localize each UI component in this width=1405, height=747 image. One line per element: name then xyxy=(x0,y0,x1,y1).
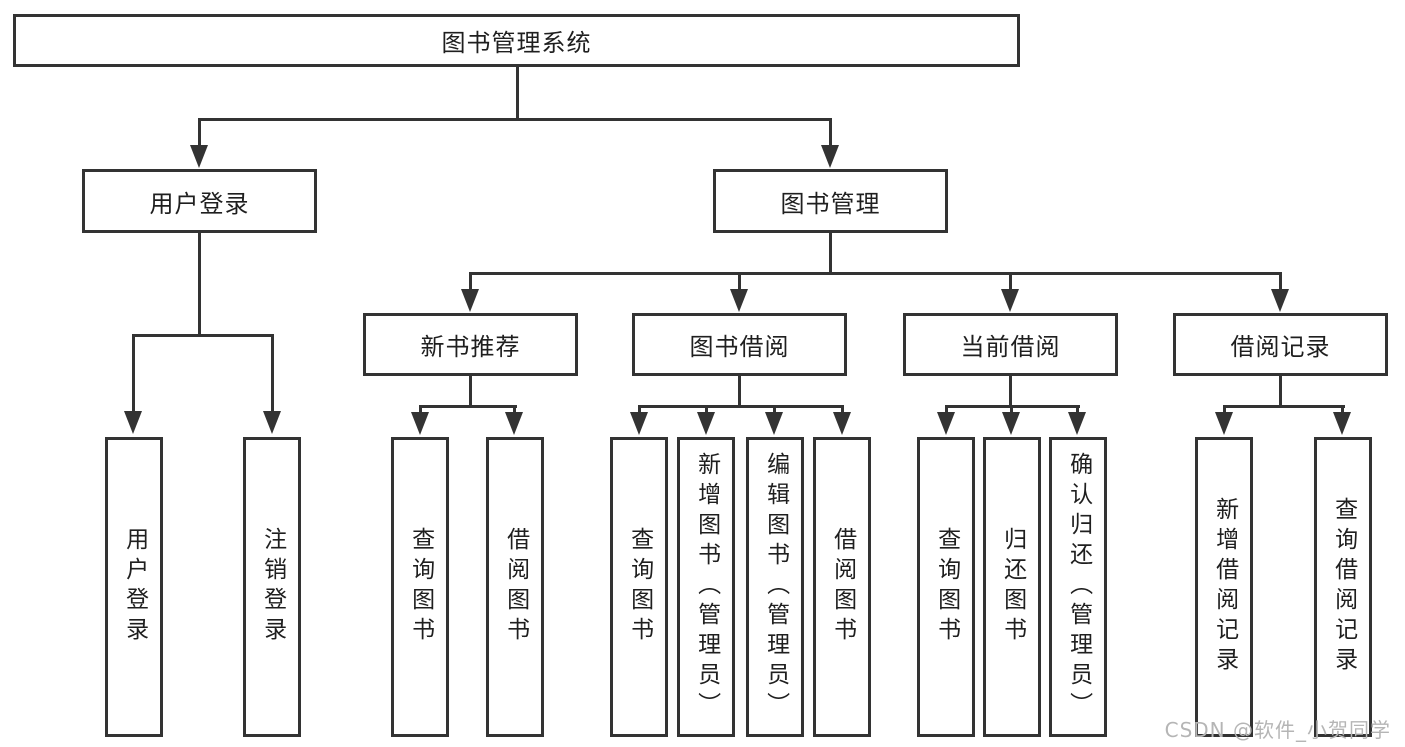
connector-vline xyxy=(469,272,472,290)
connector-hline xyxy=(638,405,844,408)
csdn-watermark: CSDN @软件_小贺同学 xyxy=(1164,718,1391,742)
node-label: 借阅记录 xyxy=(1230,333,1331,361)
arrowhead xyxy=(461,289,479,312)
arrowhead xyxy=(937,412,955,435)
leaf-label: 查询图书 xyxy=(407,527,434,647)
connector-vline xyxy=(469,376,472,407)
leaf-records-add-record: 新增借阅记录 xyxy=(1195,437,1253,737)
arrowhead xyxy=(821,145,839,168)
node-book-borrowing: 图书借阅 xyxy=(632,313,847,376)
connector-hline xyxy=(198,118,832,121)
connector-vline xyxy=(841,405,844,413)
connector-vline xyxy=(638,405,641,413)
leaf-borrow-add-books-admin: 新增图书（管理员） xyxy=(677,437,735,737)
connector-vline xyxy=(705,405,708,413)
arrowhead xyxy=(190,145,208,168)
connector-vline xyxy=(738,272,741,290)
leaf-recommend-borrow-books: 借阅图书 xyxy=(486,437,544,737)
connector-vline xyxy=(1279,376,1282,407)
leaf-records-query-record: 查询借阅记录 xyxy=(1314,437,1372,737)
leaf-label: 借阅图书 xyxy=(829,527,856,647)
arrowhead xyxy=(411,412,429,435)
node-current-borrowing: 当前借阅 xyxy=(903,313,1118,376)
connector-vline xyxy=(1341,405,1344,413)
connector-vline xyxy=(1076,405,1079,413)
node-user-login: 用户登录 xyxy=(82,169,317,233)
arrowhead xyxy=(1068,412,1086,435)
node-label: 当前借阅 xyxy=(960,333,1061,361)
arrowhead xyxy=(765,412,783,435)
connector-vline xyxy=(738,376,741,407)
leaf-label: 归还图书 xyxy=(999,527,1026,647)
connector-vline xyxy=(1009,376,1012,407)
leaf-label: 查询图书 xyxy=(626,527,653,647)
leaf-user-login: 用户登录 xyxy=(105,437,163,737)
leaf-label: 新增图书（管理员） xyxy=(693,452,720,722)
arrowhead xyxy=(730,289,748,312)
arrowhead xyxy=(1002,412,1020,435)
connector-vline xyxy=(198,118,201,146)
node-label: 图书管理 xyxy=(780,189,881,218)
connector-vline xyxy=(198,233,201,335)
leaf-logout: 注销登录 xyxy=(243,437,301,737)
node-label: 图书借阅 xyxy=(689,333,790,361)
connector-vline xyxy=(513,405,516,413)
connector-vline xyxy=(271,334,274,412)
connector-vline xyxy=(1009,272,1012,290)
connector-vline xyxy=(132,334,135,412)
node-label: 新书推荐 xyxy=(420,333,521,361)
node-root: 图书管理系统 xyxy=(13,14,1020,67)
node-book-management: 图书管理 xyxy=(713,169,948,233)
leaf-label: 查询借阅记录 xyxy=(1330,497,1357,677)
connector-vline xyxy=(773,405,776,413)
connector-vline xyxy=(516,67,519,119)
arrowhead xyxy=(697,412,715,435)
connector-vline xyxy=(1223,405,1226,413)
connector-vline xyxy=(1010,405,1013,413)
node-new-book-recommend: 新书推荐 xyxy=(363,313,578,376)
connector-hline xyxy=(419,405,517,408)
leaf-label: 用户登录 xyxy=(121,527,148,647)
leaf-current-query-books: 查询图书 xyxy=(917,437,975,737)
node-label: 用户登录 xyxy=(149,189,250,218)
connector-hline xyxy=(469,272,1282,275)
connector-hline xyxy=(1223,405,1345,408)
leaf-borrow-query-books: 查询图书 xyxy=(610,437,668,737)
leaf-current-return-books: 归还图书 xyxy=(983,437,1041,737)
leaf-borrow-borrow-books: 借阅图书 xyxy=(813,437,871,737)
arrowhead xyxy=(833,412,851,435)
leaf-label: 新增借阅记录 xyxy=(1211,497,1238,677)
arrowhead xyxy=(630,412,648,435)
connector-vline xyxy=(1279,272,1282,290)
leaf-current-confirm-return-admin: 确认归还（管理员） xyxy=(1049,437,1107,737)
arrowhead xyxy=(505,412,523,435)
leaf-label: 查询图书 xyxy=(933,527,960,647)
arrowhead xyxy=(124,411,142,434)
leaf-borrow-edit-books-admin: 编辑图书（管理员） xyxy=(746,437,804,737)
connector-vline xyxy=(829,233,832,274)
connector-vline xyxy=(419,405,422,413)
node-borrowing-records: 借阅记录 xyxy=(1173,313,1388,376)
connector-vline xyxy=(829,118,832,146)
arrowhead xyxy=(1001,289,1019,312)
arrowhead xyxy=(263,411,281,434)
leaf-label: 注销登录 xyxy=(259,527,286,647)
connector-vline xyxy=(945,405,948,413)
node-root-label: 图书管理系统 xyxy=(441,29,592,57)
leaf-label: 确认归还（管理员） xyxy=(1065,452,1092,722)
leaf-label: 编辑图书（管理员） xyxy=(762,452,789,722)
arrowhead xyxy=(1333,412,1351,435)
leaf-recommend-query-books: 查询图书 xyxy=(391,437,449,737)
arrowhead xyxy=(1271,289,1289,312)
connector-hline xyxy=(132,334,274,337)
leaf-label: 借阅图书 xyxy=(502,527,529,647)
arrowhead xyxy=(1215,412,1233,435)
